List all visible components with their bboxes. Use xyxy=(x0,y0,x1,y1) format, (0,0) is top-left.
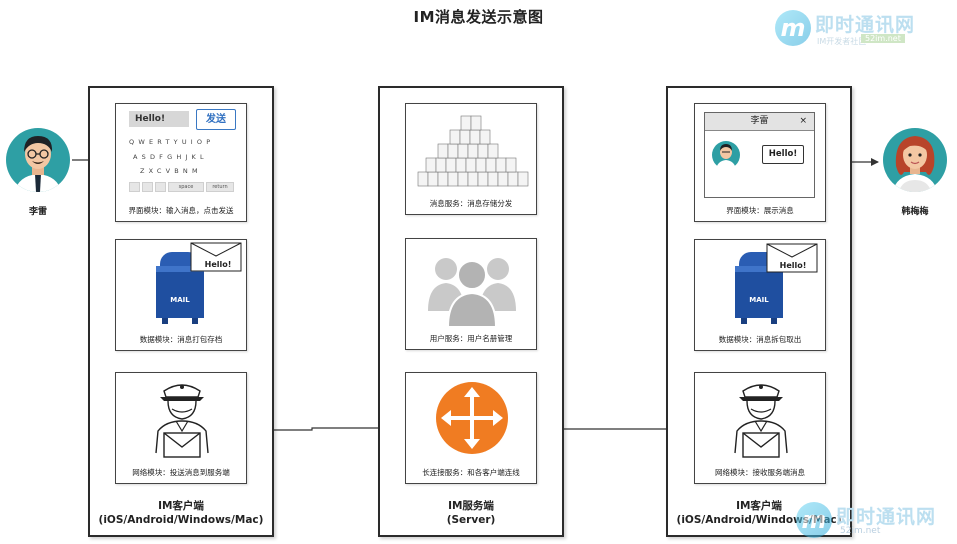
keyboard-row-1[interactable]: QWERTYUIOP xyxy=(129,138,215,146)
client-left-caption: IM客户端 (iOS/Android/Windows/Mac) xyxy=(90,499,272,527)
module-right-ui: 李雷 × Hello! 界面模块：展示消息 xyxy=(694,103,826,222)
arrow-client-to-server xyxy=(247,424,404,432)
watermark-name: 即时通讯网 xyxy=(815,14,916,36)
sender-name: 李雷 xyxy=(28,207,47,217)
watermark-bottom: m 即时通讯网 52im.net xyxy=(788,500,956,542)
module-right-data-label: 数据模块：消息拆包取出 xyxy=(718,335,802,344)
message-bubble: Hello! xyxy=(762,145,804,164)
watermark-url-bottom: 52im.net xyxy=(840,526,881,536)
module-server-user-label: 用户服务：用户名册管理 xyxy=(429,334,513,343)
server-caption: IM服务端 (Server) xyxy=(380,499,562,527)
router-icon xyxy=(436,382,508,454)
mailbox-label: MAIL xyxy=(170,296,190,304)
message-storage-icon xyxy=(417,115,529,187)
server-caption-line2: (Server) xyxy=(446,514,496,526)
envelope-text: Hello! xyxy=(205,260,232,269)
module-left-ui-label: 界面模块：输入消息，点击发送 xyxy=(128,206,234,215)
mailbox-icon: MAIL xyxy=(156,252,204,324)
microphone-icon[interactable] xyxy=(155,182,166,192)
module-right-ui-label: 界面模块：展示消息 xyxy=(726,206,794,215)
keyboard-row-3[interactable]: ZXCVBNM xyxy=(140,167,202,175)
mailbox-icon-right: MAIL xyxy=(735,252,783,324)
envelope-icon-right: Hello! xyxy=(766,243,818,273)
watermark-subtitle: IM开发者社区 xyxy=(817,37,867,46)
person-sender: 李雷 xyxy=(4,126,72,226)
module-right-net: 网络模块：接收服务端消息 xyxy=(694,372,826,484)
module-server-message: 消息服务：消息存储分发 xyxy=(405,103,537,215)
watermark-name-bottom: 即时通讯网 xyxy=(836,506,937,528)
watermark-logo-icon: m xyxy=(775,10,811,46)
module-left-net-label: 网络模块：投送消息到服务端 xyxy=(132,468,230,477)
chat-window-title: 李雷 xyxy=(705,113,814,131)
envelope-text-right: Hello! xyxy=(780,261,807,270)
module-right-net-label: 网络模块：接收服务端消息 xyxy=(715,468,805,477)
module-left-data-label: 数据模块：消息打包存档 xyxy=(139,335,223,344)
envelope-icon: Hello! xyxy=(190,242,242,272)
send-button[interactable]: 发送 xyxy=(196,109,236,130)
return-key[interactable]: return xyxy=(206,182,234,192)
keyboard-numbers-key[interactable] xyxy=(129,182,140,192)
server-caption-line1: IM服务端 xyxy=(448,500,494,512)
client-left-caption-line1: IM客户端 xyxy=(158,500,204,512)
mailbox-label-right: MAIL xyxy=(749,296,769,304)
module-server-conn: 长连接服务：和各客户端连线 xyxy=(405,372,537,484)
keyboard-row-2[interactable]: ASDFGHJKL xyxy=(133,153,208,161)
avatar-male-icon xyxy=(6,128,70,192)
diagram-title: IM消息发送示意图 xyxy=(413,8,544,26)
chat-avatar-icon xyxy=(712,141,740,170)
keyboard-bottom-row: space return xyxy=(129,182,234,193)
watermark-top: m 即时通讯网 IM开发者社区 52im.net xyxy=(775,8,953,50)
module-left-net: 网络模块：投送消息到服务端 xyxy=(115,372,247,484)
postman-icon xyxy=(155,384,209,458)
avatar-female-icon xyxy=(883,128,947,192)
postman-icon-right xyxy=(734,384,788,458)
receiver-name: 韩梅梅 xyxy=(901,207,929,217)
module-left-data: MAIL Hello! 数据模块：消息打包存档 xyxy=(115,239,247,351)
space-key[interactable]: space xyxy=(168,182,204,192)
client-left-caption-line2: (iOS/Android/Windows/Mac) xyxy=(98,514,264,526)
client-right-caption-line1: IM客户端 xyxy=(736,500,782,512)
users-group-icon xyxy=(428,258,516,328)
person-receiver: 韩梅梅 xyxy=(880,126,950,226)
watermark-logo-icon-bottom: m xyxy=(796,502,832,538)
globe-icon[interactable] xyxy=(142,182,153,192)
module-server-conn-label: 长连接服务：和各客户端连线 xyxy=(422,468,520,477)
module-right-data: MAIL Hello! 数据模块：消息拆包取出 xyxy=(694,239,826,351)
message-input[interactable]: Hello! xyxy=(129,111,189,127)
module-left-ui: Hello! 发送 QWERTYUIOP ASDFGHJKL ZXCVBNM s… xyxy=(115,103,247,222)
close-icon[interactable]: × xyxy=(799,116,807,126)
module-server-message-label: 消息服务：消息存储分发 xyxy=(429,199,513,208)
watermark-url: 52im.net xyxy=(861,34,905,43)
chat-window: 李雷 × Hello! xyxy=(704,112,815,198)
module-server-user: 用户服务：用户名册管理 xyxy=(405,238,537,350)
